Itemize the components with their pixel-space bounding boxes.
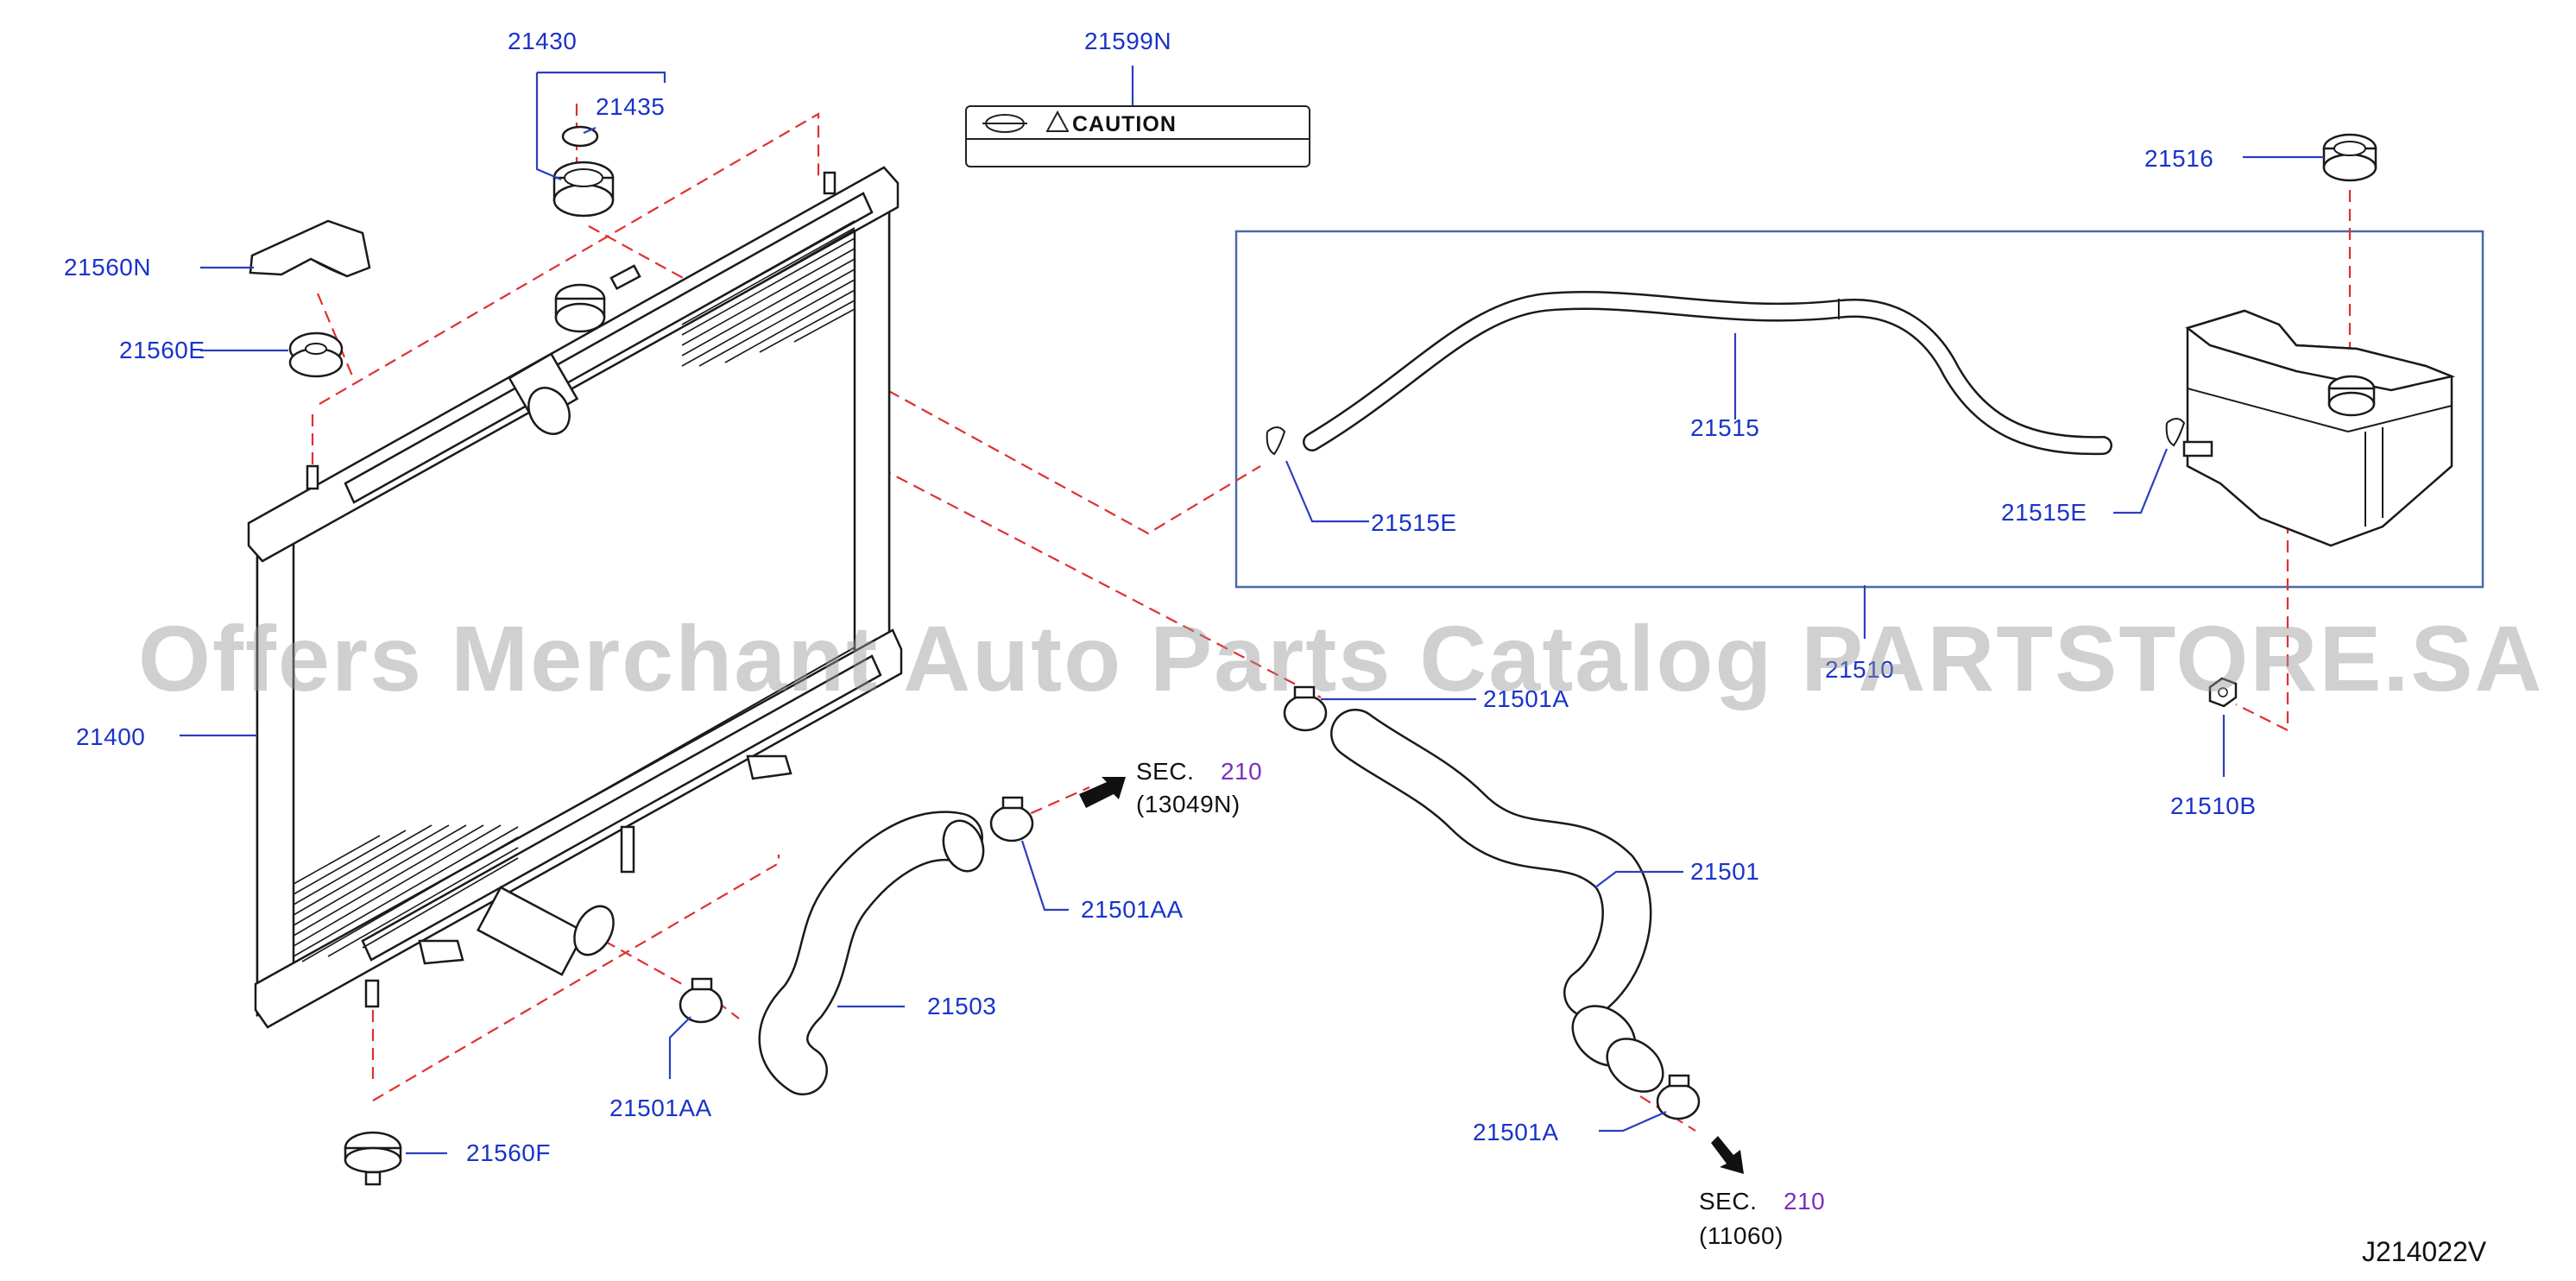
reservoir-group-box <box>1234 230 2484 589</box>
upper-hose-icon <box>1330 709 1664 1093</box>
sec-upper-prefix: SEC. <box>1136 758 1195 785</box>
part-21516[interactable]: 21516 <box>2144 145 2214 172</box>
sec-arrow-down-icon <box>1711 1136 1744 1174</box>
sec-lower-code: (11060) <box>1699 1222 1784 1249</box>
part-21515E-left[interactable]: 21515E <box>1371 509 1457 536</box>
hose-clip-icon <box>1266 418 2186 456</box>
caution-label: CAUTION <box>965 105 1310 167</box>
part-21501AA-left[interactable]: 21501AA <box>609 1095 712 1121</box>
caution-divider <box>967 138 1309 140</box>
part-21510B[interactable]: 21510B <box>2170 792 2257 819</box>
part-21515E-right[interactable]: 21515E <box>2001 499 2087 526</box>
leader-lines <box>180 66 2324 1155</box>
radiator-icon <box>247 166 903 1029</box>
part-21503[interactable]: 21503 <box>927 993 997 1019</box>
sec-arrow-right-icon <box>1079 777 1126 808</box>
part-21510[interactable]: 21510 <box>1825 656 1895 683</box>
sec-lower-link[interactable]: 210 <box>1784 1188 1826 1215</box>
mount-icon <box>344 1131 402 1186</box>
part-21501[interactable]: 21501 <box>1690 858 1760 885</box>
part-21501A-top[interactable]: 21501A <box>1483 685 1569 712</box>
part-21501A-bottom[interactable]: 21501A <box>1473 1119 1559 1145</box>
radiator-cap-icon <box>552 161 615 218</box>
tank-cap-icon <box>2322 133 2377 182</box>
sec-lower-prefix: SEC. <box>1699 1188 1758 1215</box>
part-21435[interactable]: 21435 <box>596 93 666 120</box>
part-21430[interactable]: 21430 <box>508 28 578 54</box>
reservoir-hose-icon <box>1303 291 2112 456</box>
bracket-icon <box>249 219 371 278</box>
part-21560N[interactable]: 21560N <box>64 254 152 281</box>
sec-upper-link[interactable]: 210 <box>1221 758 1263 785</box>
nut-icon <box>2208 677 2238 708</box>
part-21560E[interactable]: 21560E <box>119 337 205 363</box>
sec-upper-code: (13049N) <box>1136 791 1241 817</box>
part-21515[interactable]: 21515 <box>1690 414 1760 441</box>
clamp-icon <box>679 685 1701 1120</box>
reservoir-tank-icon <box>2182 309 2456 547</box>
cap-pictogram-icon <box>982 114 1027 133</box>
grommet-icon <box>288 331 344 378</box>
part-21560F[interactable]: 21560F <box>466 1139 551 1166</box>
caution-text: CAUTION <box>1072 112 1177 136</box>
warning-triangle-icon <box>1046 110 1069 132</box>
part-21501AA-right[interactable]: 21501AA <box>1081 896 1184 923</box>
part-21400[interactable]: 21400 <box>76 723 146 750</box>
diagram-code: J214022V <box>2362 1236 2487 1267</box>
lower-hose-icon <box>758 811 985 1095</box>
part-21599N[interactable]: 21599N <box>1084 28 1172 54</box>
